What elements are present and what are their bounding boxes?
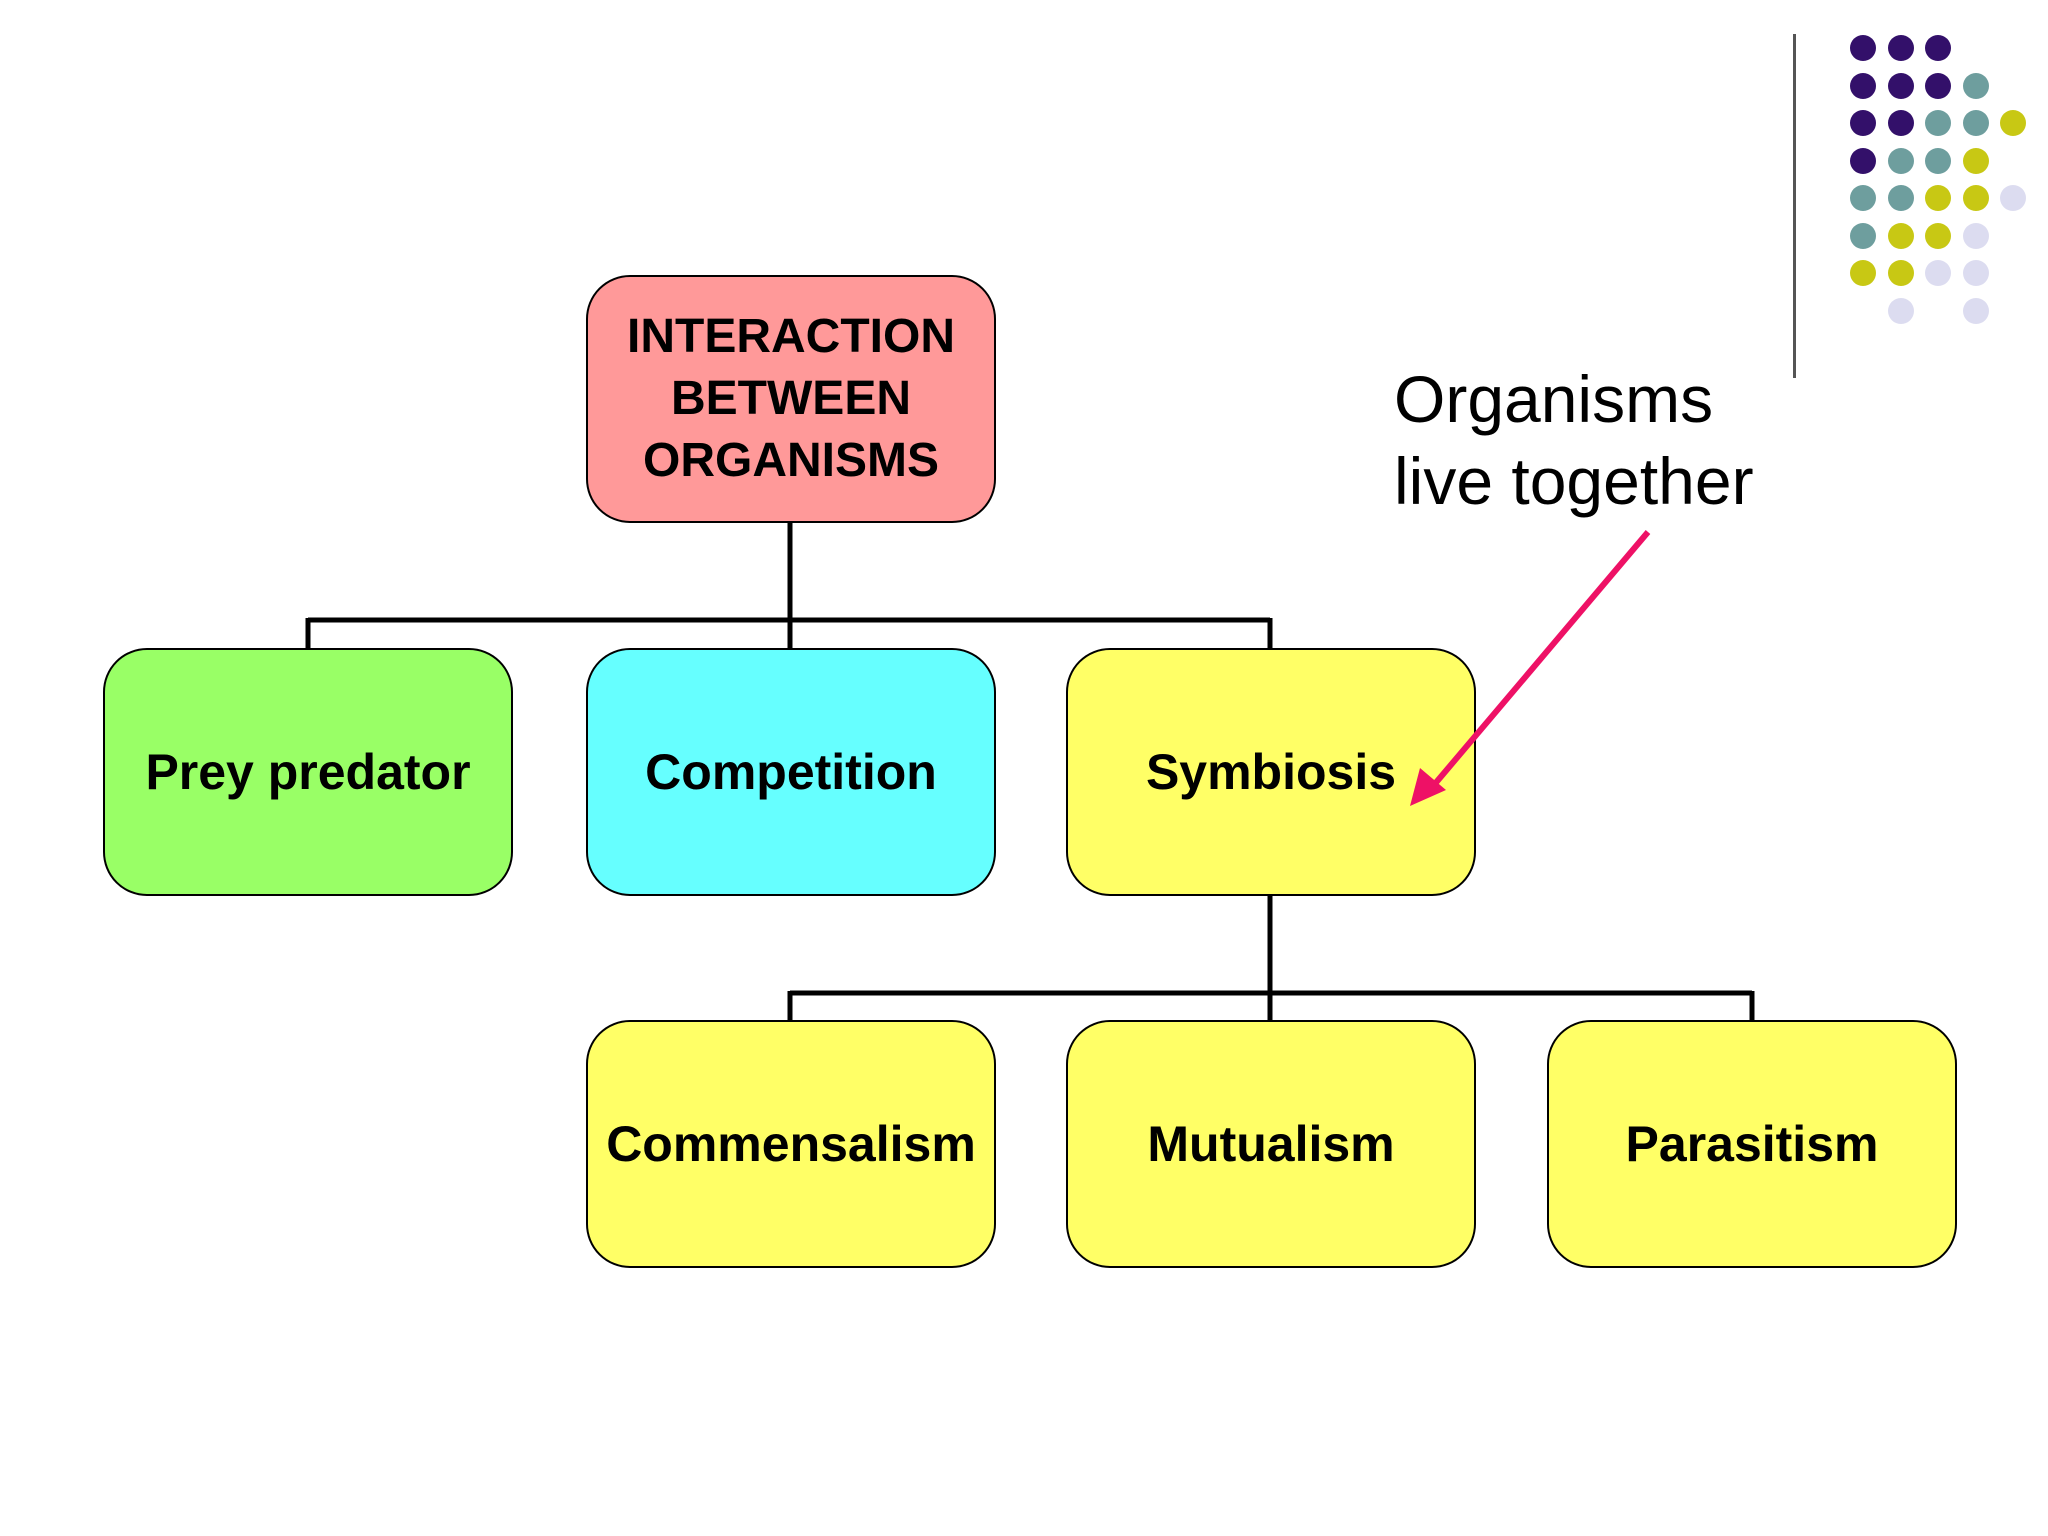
decorative-dot (1887, 185, 1914, 211)
decorative-dot (1962, 110, 1989, 136)
decorative-dot (1887, 297, 1914, 324)
decorative-dot (2000, 185, 2026, 211)
node-prey-predator-label: Prey predator (145, 743, 471, 800)
decorative-divider (1793, 34, 1796, 378)
decorative-dot (1925, 72, 1951, 99)
decorative-dot (1887, 35, 1914, 61)
node-symbiosis-label: Symbiosis (1145, 743, 1397, 800)
decorative-dot (1962, 297, 1989, 324)
node-parasitism-label: Parasitism (1625, 1115, 1879, 1172)
decorative-dot (1850, 35, 1876, 61)
decorative-dot (1925, 222, 1951, 249)
decorative-dot (1887, 260, 1914, 286)
decorative-dot (1925, 260, 1951, 286)
annotation-text: Organisms live together (1394, 358, 1754, 522)
node-competition: Competition (586, 648, 996, 896)
decorative-dot (1850, 110, 1876, 136)
decorative-dot (1962, 147, 1989, 174)
decorative-dot (2000, 110, 2026, 136)
decorative-dot (1962, 260, 1989, 286)
decorative-dot (1962, 222, 1989, 249)
node-commensalism-label: Commensalism (606, 1115, 976, 1172)
node-prey-predator: Prey predator (103, 648, 513, 896)
node-mutualism-label: Mutualism (1147, 1115, 1395, 1172)
decorative-dot (1887, 110, 1914, 136)
decorative-dot (1925, 185, 1951, 211)
annotation-line-2: live together (1394, 444, 1754, 518)
decorative-dot (1925, 110, 1951, 136)
decorative-dot (1850, 222, 1876, 249)
decorative-dot (1887, 222, 1914, 249)
decorative-dot (1850, 147, 1876, 174)
annotation-arrow (1425, 530, 1651, 794)
root-line-1: INTERACTION (627, 310, 955, 363)
root-node: INTERACTION BETWEEN ORGANISMS (586, 275, 996, 523)
node-symbiosis: Symbiosis (1066, 648, 1476, 896)
decorative-dot (1925, 35, 1951, 61)
decorative-dot (1850, 185, 1876, 211)
decorative-dot (1887, 147, 1914, 174)
node-commensalism: Commensalism (586, 1020, 996, 1268)
root-line-2: BETWEEN (671, 372, 911, 425)
decorative-dot (1850, 260, 1876, 286)
root-line-3: ORGANISMS (642, 434, 939, 487)
decorative-dot (1962, 72, 1989, 99)
node-competition-label: Competition (645, 743, 937, 800)
node-mutualism: Mutualism (1066, 1020, 1476, 1268)
annotation-line-1: Organisms (1394, 362, 1714, 436)
decorative-dot (1887, 72, 1914, 99)
decorative-dot (1850, 72, 1876, 99)
node-parasitism: Parasitism (1547, 1020, 1957, 1268)
decorative-dot (1925, 147, 1951, 174)
decorative-dot (1962, 185, 1989, 211)
annotation-arrow-head (1410, 768, 1446, 806)
